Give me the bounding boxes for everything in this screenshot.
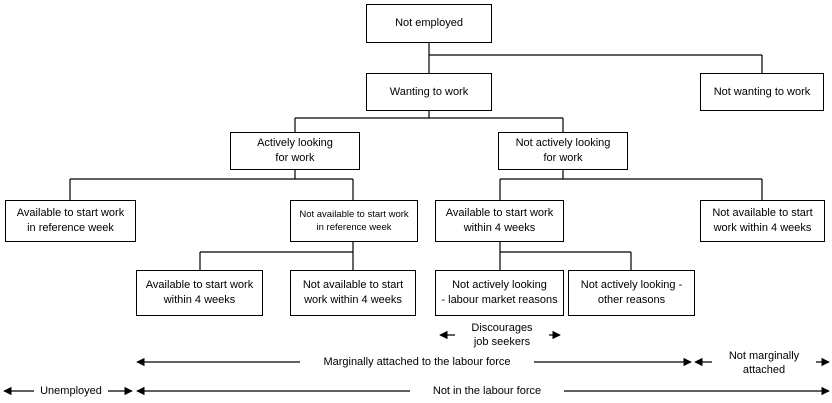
node-actively-looking: Actively looking for work bbox=[230, 132, 360, 170]
label-not-marginally-attached: Not marginally attached bbox=[712, 349, 816, 377]
node-labour-market-reasons: Not actively looking - labour market rea… bbox=[435, 270, 564, 316]
node-not-wanting-to-work: Not wanting to work bbox=[700, 73, 824, 111]
label-not-in-labour-force: Not in the labour force bbox=[410, 384, 564, 398]
node-not-available-4-weeks-inactive: Not available to start work within 4 wee… bbox=[700, 200, 825, 242]
label-marginally-attached: Marginally attached to the labour force bbox=[300, 355, 534, 369]
node-not-available-reference-week: Not available to start work in reference… bbox=[290, 200, 418, 242]
node-available-reference-week: Available to start work in reference wee… bbox=[5, 200, 136, 242]
node-available-4-weeks-inactive: Available to start work within 4 weeks bbox=[435, 200, 564, 242]
node-available-4-weeks-active: Available to start work within 4 weeks bbox=[136, 270, 263, 316]
node-not-actively-looking: Not actively looking for work bbox=[498, 132, 628, 170]
node-not-employed: Not employed bbox=[366, 4, 492, 43]
label-discouraged-job-seekers: Discourages job seekers bbox=[455, 321, 549, 349]
node-not-available-4-weeks-active: Not available to start work within 4 wee… bbox=[290, 270, 416, 316]
node-other-reasons: Not actively looking - other reasons bbox=[568, 270, 695, 316]
label-unemployed: Unemployed bbox=[34, 384, 108, 398]
node-wanting-to-work: Wanting to work bbox=[366, 73, 492, 111]
